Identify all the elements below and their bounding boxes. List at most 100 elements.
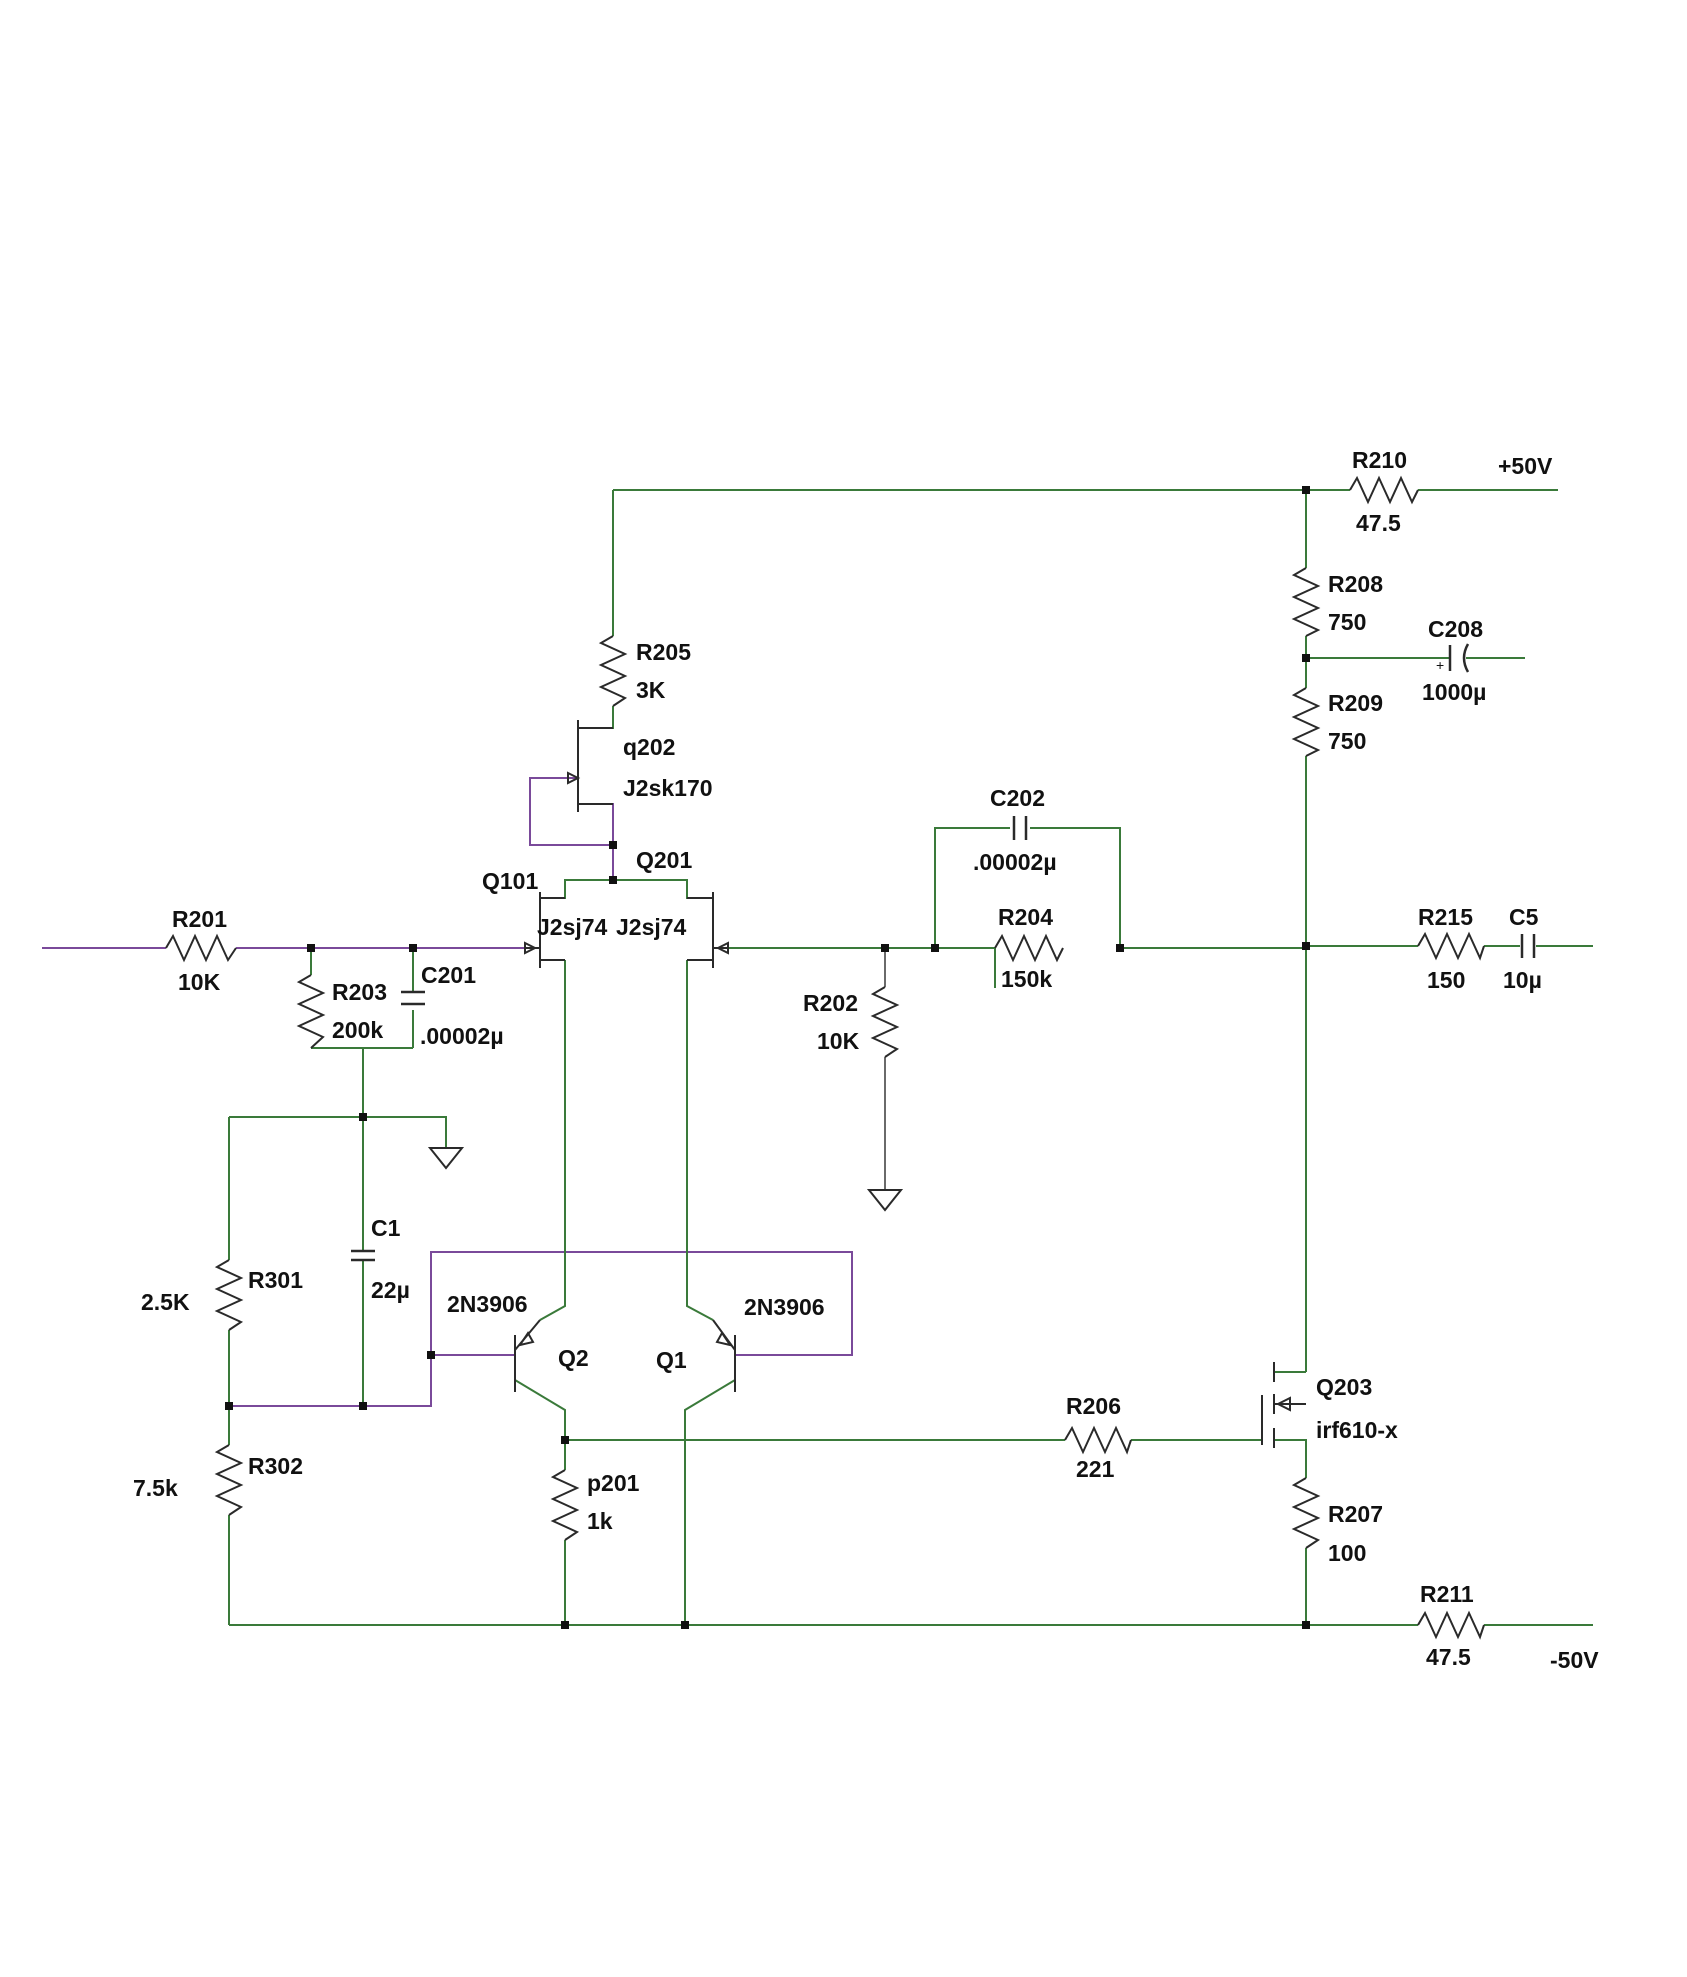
jfet-q101 [524, 892, 565, 968]
resistor-r205 [598, 635, 628, 707]
label-r207-ref: R207 [1328, 1501, 1383, 1527]
wire-r205-q202 [578, 706, 614, 729]
wire-q202-loop [529, 777, 614, 880]
label-r205-value: 3K [636, 677, 666, 703]
resistor-r302 [214, 1444, 244, 1516]
label-r211-ref: R211 [1420, 1581, 1474, 1607]
label-c208-value: 1000µ [1422, 679, 1486, 705]
resistor-r301 [214, 1259, 244, 1331]
resistor-r206 [1064, 1425, 1132, 1455]
capacitors: + [351, 643, 1536, 1262]
wire-r301-column [228, 1116, 363, 1625]
capacitor-c208: + [1436, 643, 1470, 673]
pnp-q2 [514, 1319, 541, 1392]
resistor-r211 [1417, 1610, 1485, 1640]
label-r201-value: 10K [178, 969, 221, 995]
label-r206-value: 221 [1076, 1456, 1115, 1482]
label-r302-ref: R302 [248, 1453, 303, 1479]
capacitor-c201 [401, 990, 425, 1006]
label-c5-value: 10µ [1503, 967, 1542, 993]
wire-gnd1 [363, 1116, 447, 1148]
wire-bias [229, 1251, 853, 1407]
label-c208-ref: C208 [1428, 616, 1483, 642]
labels: R210 47.5 +50V R208 750 C208 1000µ R209 … [133, 447, 1599, 1673]
label-p201-ref: p201 [587, 1470, 640, 1496]
label-r204-value: 150k [1001, 966, 1052, 992]
label-q202-value: J2sk170 [623, 775, 713, 801]
grounds [427, 1147, 904, 1212]
label-r205-ref: R205 [636, 639, 691, 665]
label-r203-value: 200k [332, 1017, 383, 1043]
label-c1-ref: C1 [371, 1215, 401, 1241]
resistor-r208 [1291, 567, 1321, 637]
label-r301-value: 2.5K [141, 1289, 190, 1315]
label-c5-ref: C5 [1509, 904, 1539, 930]
wire-q201-drain [686, 960, 714, 1321]
label-q202-ref: q202 [623, 734, 675, 760]
label-r202-value: 10K [817, 1028, 860, 1054]
wire-r203-c201 [310, 948, 414, 1117]
wire-jfet-sources [540, 879, 713, 899]
resistor-r215 [1417, 931, 1485, 961]
label-rail-pos: +50V [1498, 453, 1553, 479]
label-r209-ref: R209 [1328, 690, 1383, 716]
resistor-r210 [1349, 475, 1419, 505]
mosfet-q203 [1261, 1362, 1306, 1448]
resistor-p201 [550, 1469, 580, 1541]
pnp-q1 [712, 1319, 736, 1392]
capacitor-c1 [351, 1249, 375, 1262]
label-c201-value: .00002µ [420, 1023, 504, 1049]
label-q2-ref: Q2 [558, 1345, 589, 1371]
label-r201-ref: R201 [172, 906, 227, 932]
label-r208-value: 750 [1328, 609, 1366, 635]
label-q101-ref: Q101 [482, 868, 538, 894]
wire-q1-emitter [684, 1379, 736, 1625]
label-r302-value: 7.5k [133, 1475, 178, 1501]
label-rail-neg: -50V [1550, 1647, 1599, 1673]
resistor-r207 [1291, 1477, 1321, 1549]
label-q1-ref: Q1 [656, 1347, 687, 1373]
label-c202-value: .00002µ [973, 849, 1057, 875]
label-r210-value: 47.5 [1356, 510, 1401, 536]
label-q203-ref: Q203 [1316, 1374, 1372, 1400]
resistor-r204 [994, 933, 1064, 963]
svg-text:+: + [1436, 657, 1444, 673]
label-r215-ref: R215 [1418, 904, 1473, 930]
jfet-q202 [567, 720, 613, 812]
junctions [225, 486, 1310, 1629]
label-r203-ref: R203 [332, 979, 387, 1005]
capacitor-c202 [1012, 816, 1028, 840]
label-q101-value: J2sj74 [537, 914, 608, 940]
label-r206-ref: R206 [1066, 1393, 1121, 1419]
label-q201-ref: Q201 [636, 847, 692, 873]
ground-symbol-1 [427, 1147, 465, 1170]
label-r301-ref: R301 [248, 1267, 303, 1293]
wire-top-rail [612, 489, 1306, 636]
label-r215-value: 150 [1427, 967, 1465, 993]
jfet-q201 [687, 892, 729, 968]
resistors [165, 475, 1485, 1640]
label-r208-ref: R208 [1328, 571, 1383, 597]
resistor-r209 [1291, 687, 1321, 757]
label-r211-value: 47.5 [1426, 1644, 1471, 1670]
resistor-r201 [165, 933, 237, 963]
label-c1-value: 22µ [371, 1277, 410, 1303]
label-q2-value: 2N3906 [447, 1291, 528, 1317]
label-r209-value: 750 [1328, 728, 1366, 754]
label-q203-value: irf610-x [1316, 1417, 1398, 1443]
label-q1-value: 2N3906 [744, 1294, 825, 1320]
label-r207-value: 100 [1328, 1540, 1366, 1566]
label-q201-value: J2sj74 [616, 914, 687, 940]
wire-q203 [1274, 1371, 1307, 1625]
transistors [514, 720, 1306, 1448]
label-r210-ref: R210 [1352, 447, 1407, 473]
label-c202-ref: C202 [990, 785, 1045, 811]
wire-q2-emitter [514, 1379, 566, 1625]
wire-q101-drain [539, 960, 566, 1321]
capacitor-c5 [1520, 934, 1536, 958]
label-r204-ref: R204 [998, 904, 1053, 930]
resistor-r203 [296, 974, 326, 1049]
label-c201-ref: C201 [421, 962, 476, 988]
ground-symbol-2 [866, 1189, 904, 1212]
